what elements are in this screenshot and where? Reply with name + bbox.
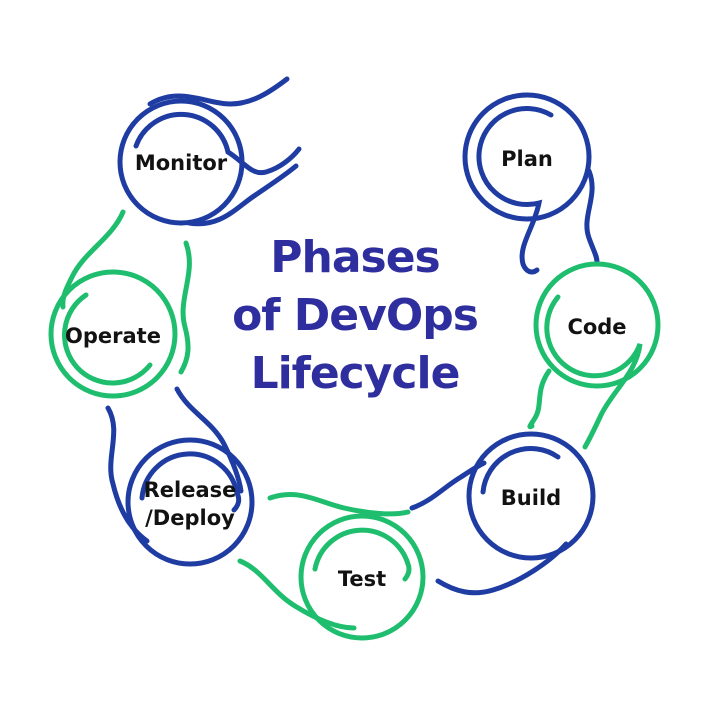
release-label-line2: /Deploy [145, 506, 235, 530]
test-tail-lower-left [237, 558, 357, 631]
release-deploy-tail-right [174, 386, 244, 494]
node-operate: Operate [48, 209, 192, 399]
operate-circle [48, 269, 178, 399]
monitor-tail-upper [147, 76, 290, 107]
build-tail-lower [435, 541, 569, 596]
plan-label: Plan [501, 147, 553, 171]
code-spiral-arc-tail [544, 294, 643, 450]
title-line-1: Phases [270, 232, 439, 283]
build-label: Build [501, 486, 561, 510]
test-tail-upper-left [267, 492, 411, 517]
code-circle [533, 261, 661, 389]
monitor-label: Monitor [135, 151, 228, 175]
release-deploy-circle [125, 437, 255, 567]
operate-tail-upper-left [60, 209, 126, 310]
node-test: Test [237, 492, 426, 641]
code-label: Code [567, 315, 626, 339]
test-label: Test [338, 567, 386, 591]
node-code: Code [527, 261, 661, 450]
plan-tail-right [584, 168, 600, 265]
plan-circle [462, 92, 592, 222]
code-tail-left [527, 368, 552, 430]
page-title: Phases of DevOps Lifecycle [232, 232, 479, 399]
build-tail-upper-left [409, 460, 487, 511]
release-label-line1: Release [144, 478, 237, 502]
title-line-3: Lifecycle [251, 348, 460, 399]
node-release-deploy: Release /Deploy [105, 386, 255, 567]
build-circle [466, 431, 596, 561]
build-spiral-arc [480, 446, 561, 495]
node-plan: Plan [462, 92, 600, 275]
release-deploy-spiral-arc [139, 451, 242, 513]
operate-tail-right [178, 240, 192, 375]
operate-label: Operate [65, 324, 161, 348]
monitor-tail-lower [186, 163, 299, 227]
release-deploy-tail-left [105, 405, 150, 544]
node-monitor: Monitor [117, 76, 302, 227]
monitor-spiral-arc [133, 111, 302, 176]
plan-spiral-arc-tail [476, 106, 554, 275]
operate-spiral-arc [62, 292, 153, 386]
test-circle [298, 513, 426, 641]
node-build: Build [409, 431, 596, 596]
title-line-2: of DevOps [232, 290, 478, 341]
test-spiral-arc [312, 527, 412, 582]
